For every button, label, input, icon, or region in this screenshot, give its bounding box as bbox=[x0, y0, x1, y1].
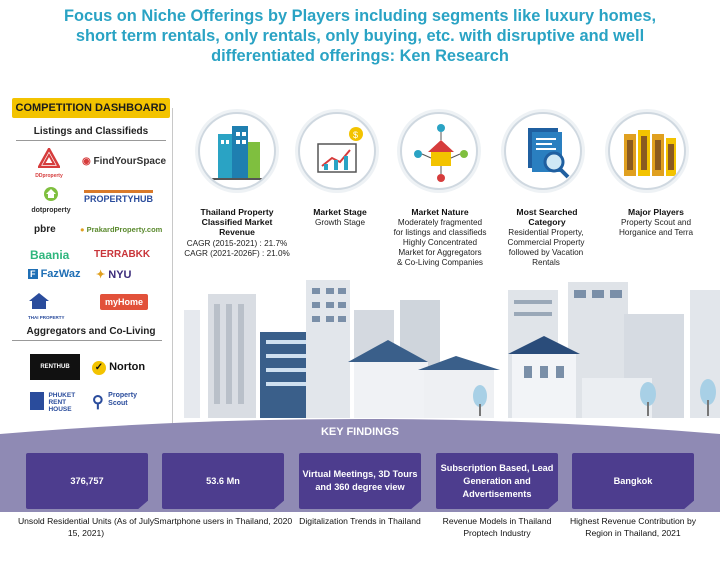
findyourspace-label: FindYourSpace bbox=[93, 156, 167, 167]
revenue-heading: Thailand Property Classified Market Reve… bbox=[200, 207, 274, 237]
finding-caption-4: Revenue Models in Thailand Proptech Indu… bbox=[442, 516, 552, 538]
logo-pbre: pbre bbox=[34, 224, 56, 235]
finding-box-4: Subscription Based, Lead Generation and … bbox=[436, 453, 558, 509]
logo-baania: Baania bbox=[30, 248, 70, 262]
ddproperty-icon bbox=[36, 146, 62, 169]
market-nature-line-1: Moderately fragmented bbox=[397, 218, 483, 227]
logo-myhome: myHome bbox=[100, 294, 149, 310]
most-searched-circle bbox=[504, 112, 582, 190]
market-stage-line-1: Growth Stage bbox=[314, 218, 366, 227]
norton-label: Norton bbox=[109, 361, 146, 373]
logo-propertyhub: PROPERTYHUB bbox=[84, 190, 154, 204]
logo-nyu: ✦ NYU bbox=[96, 268, 132, 281]
prakard-icon: ● bbox=[80, 225, 85, 234]
finding-box-3: Virtual Meetings, 3D Tours and 360 degre… bbox=[299, 453, 421, 509]
buildings-icon bbox=[212, 126, 266, 180]
major-players-circle bbox=[608, 112, 686, 190]
prakard-label: PrakardProperty.com bbox=[86, 225, 163, 234]
finding-caption-1: Unsold Residential Units (As of July 15,… bbox=[17, 516, 155, 538]
revenue-circle bbox=[198, 112, 276, 190]
dashboard-header: COMPETITION DASHBOARD bbox=[12, 98, 170, 118]
title-line-3: differentiated offerings: Ken Research bbox=[211, 47, 509, 65]
revenue-line-2: CAGR (2021-2026F) : 21.0% bbox=[184, 249, 290, 258]
market-nature-line-4: Market for Aggregators bbox=[398, 248, 482, 257]
listings-divider bbox=[16, 140, 166, 141]
aggregators-section-title: Aggregators and Co-Living bbox=[26, 326, 156, 337]
major-players-line-2: Horganice and Terra bbox=[618, 228, 694, 237]
fazwaz-icon: F bbox=[28, 269, 38, 279]
market-stage-circle: $ bbox=[298, 112, 376, 190]
most-searched-line-1: Residential Property, bbox=[508, 228, 584, 237]
document-search-icon bbox=[528, 128, 570, 179]
market-nature-line-2: for listings and classifieds bbox=[393, 228, 487, 237]
logo-norton: ✓ Norton bbox=[92, 361, 145, 375]
listings-section-title: Listings and Classifieds bbox=[33, 126, 149, 137]
sidebar-divider bbox=[172, 108, 173, 426]
phuket-label: PHUKET RENT HOUSE bbox=[48, 392, 76, 413]
key-findings-title: KEY FINDINGS bbox=[320, 426, 400, 438]
logo-fazwaz: F FazWaz bbox=[28, 268, 81, 280]
norton-check-icon: ✓ bbox=[92, 361, 106, 375]
page-title: Focus on Niche Offerings by Players incl… bbox=[0, 6, 720, 66]
competition-dashboard: COMPETITION DASHBOARD Listings and Class… bbox=[12, 98, 170, 428]
cityscape-illustration bbox=[184, 280, 720, 418]
propertyscout-label: Property Scout bbox=[108, 392, 137, 407]
most-searched-line-4: Rentals bbox=[532, 258, 560, 267]
most-searched-line-3: followed by Vacation bbox=[508, 248, 584, 257]
network-house-icon bbox=[414, 124, 468, 182]
title-line-2: short term rentals, only rentals, only b… bbox=[75, 27, 645, 45]
thaiproperty-label: THAI PROPERTY bbox=[28, 315, 65, 320]
finding-box-1: 376,757 bbox=[26, 453, 148, 509]
logo-ddproperty: DDproperty bbox=[34, 146, 64, 179]
location-pin-icon: ◉ bbox=[82, 156, 91, 167]
nyu-icon: ✦ bbox=[96, 269, 106, 281]
logo-renthub: RENTHUB bbox=[30, 354, 80, 380]
market-stage-heading: Market Stage bbox=[313, 207, 367, 217]
market-nature-circle bbox=[400, 112, 478, 190]
ddproperty-label: DDproperty bbox=[35, 173, 63, 179]
towers-icon bbox=[624, 130, 676, 176]
finding-caption-5: Highest Revenue Contribution by Region i… bbox=[569, 516, 697, 538]
market-nature-line-3: Highly Concentrated bbox=[402, 238, 478, 247]
logo-terrabkk: TERRABKK bbox=[94, 249, 151, 260]
logo-propertyscout: ⚲ Property Scout bbox=[92, 392, 142, 412]
growth-chart-icon: $ bbox=[317, 127, 363, 173]
svg-text:$: $ bbox=[353, 130, 358, 140]
revenue-line-1: CAGR (2015-2021) : 21.7% bbox=[186, 239, 288, 248]
logo-dotproperty: dotproperty bbox=[30, 186, 72, 214]
aggregators-divider bbox=[12, 340, 162, 341]
most-searched-line-2: Commercial Property bbox=[507, 238, 585, 247]
finding-caption-3: Digitalization Trends in Thailand bbox=[299, 516, 421, 526]
logo-prakardproperty: ● PrakardProperty.com bbox=[80, 225, 162, 234]
dotproperty-label: dotproperty bbox=[31, 207, 71, 214]
market-nature-heading: Market Nature bbox=[411, 207, 469, 217]
phuket-house-icon bbox=[30, 392, 44, 410]
market-nature-line-5: & Co-Living Companies bbox=[396, 258, 483, 267]
finding-box-5: Bangkok bbox=[572, 453, 694, 509]
finding-caption-2: Smartphone users in Thailand, 2020 bbox=[153, 516, 293, 526]
logo-phuketrenthouse: PHUKET RENT HOUSE bbox=[30, 392, 82, 416]
most-searched-heading: Most Searched Category bbox=[516, 207, 578, 227]
title-line-1: Focus on Niche Offerings by Players incl… bbox=[63, 7, 657, 25]
fazwaz-label: FazWaz bbox=[40, 268, 81, 280]
thaiproperty-icon bbox=[29, 293, 49, 309]
dotproperty-icon bbox=[44, 187, 58, 201]
nyu-label: NYU bbox=[108, 269, 132, 281]
magnifier-icon: ⚲ bbox=[92, 394, 104, 411]
major-players-heading: Major Players bbox=[628, 207, 684, 217]
finding-box-2: 53.6 Mn bbox=[162, 453, 284, 509]
major-players-line-1: Property Scout and bbox=[620, 218, 692, 227]
logo-thaiproperty: THAI PROPERTY bbox=[28, 292, 68, 320]
logo-findyourspace: ◉ FindYourSpace bbox=[82, 156, 166, 167]
